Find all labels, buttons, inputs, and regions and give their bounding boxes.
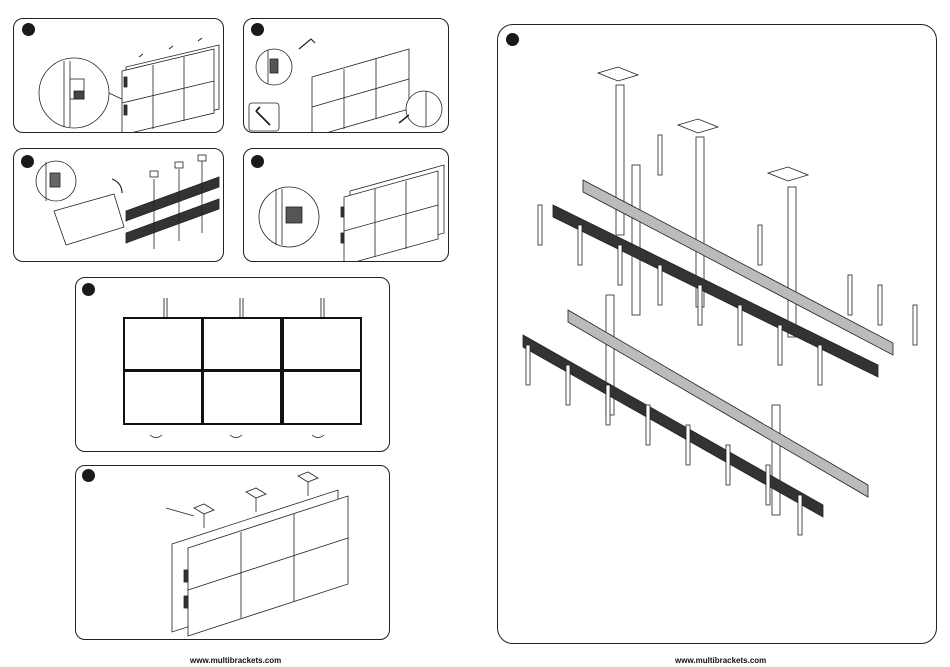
step-4-panel xyxy=(243,148,449,262)
exploded-view-panel xyxy=(497,24,937,644)
right-footer-url: www.multibrackets.com xyxy=(675,656,766,665)
step-1-panel xyxy=(13,18,224,133)
allen-key-icon xyxy=(299,39,315,49)
video-wall-screens-icon xyxy=(312,49,409,133)
front-view-grid-icon xyxy=(76,278,390,452)
step-6-panel xyxy=(75,465,390,640)
step-2-panel xyxy=(243,18,449,133)
exploded-assembly-icon xyxy=(498,25,937,644)
video-wall-screens-icon xyxy=(244,149,449,262)
video-wall-screens-icon xyxy=(14,19,224,133)
ceiling-mounted-wall-icon xyxy=(76,466,390,640)
screen-rotate-icon xyxy=(54,194,124,245)
rail-frame-icon xyxy=(126,155,219,249)
step-5-panel xyxy=(75,277,390,452)
step-3-panel xyxy=(13,148,224,262)
left-footer-url: www.multibrackets.com xyxy=(190,656,281,665)
